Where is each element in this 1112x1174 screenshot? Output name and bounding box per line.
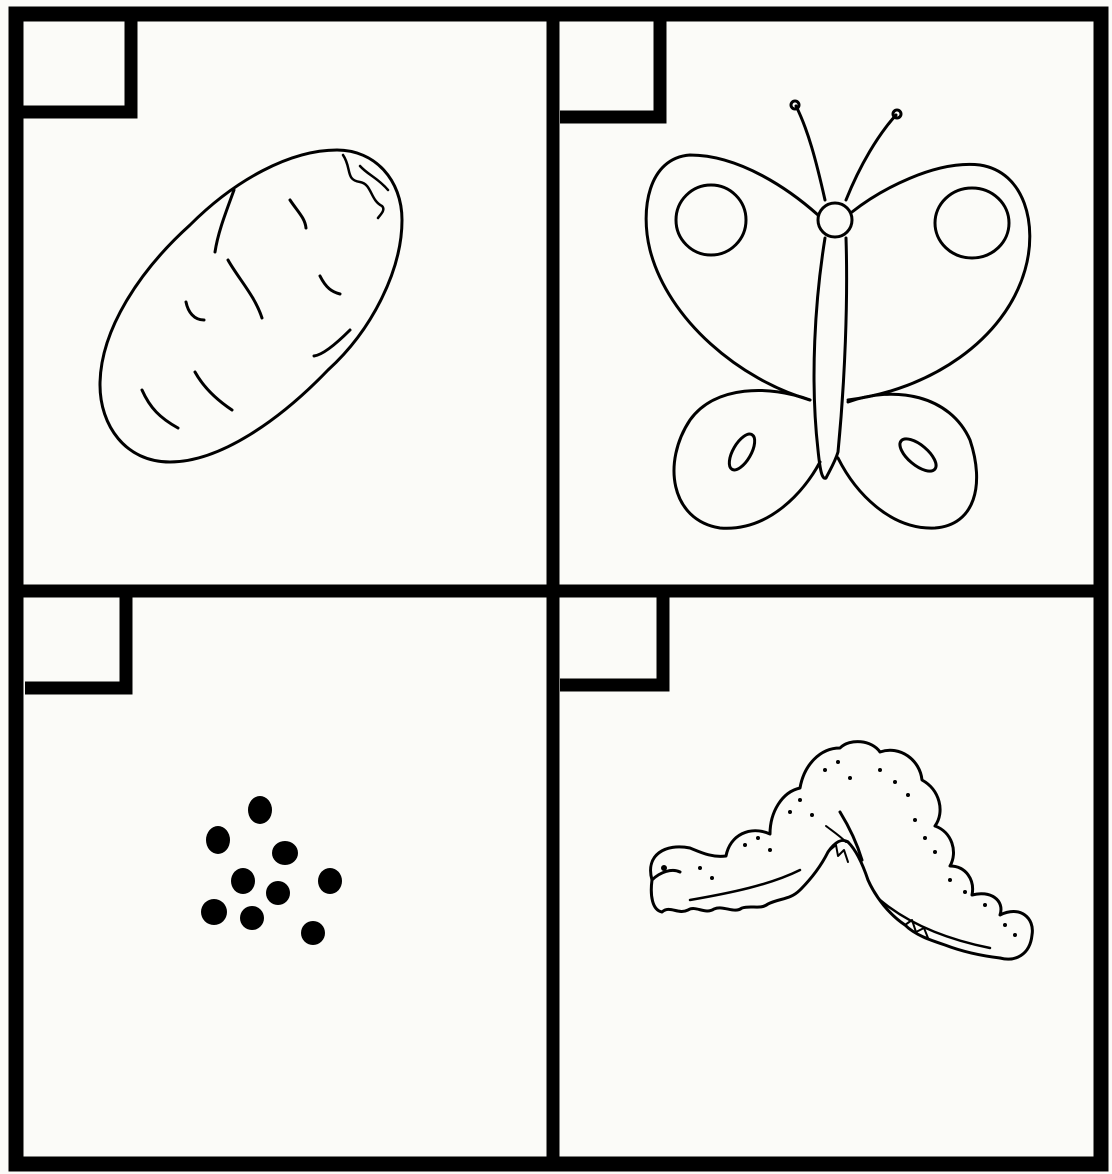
egg: [318, 868, 342, 894]
caterpillar-icon: [651, 742, 1033, 959]
egg: [231, 868, 255, 894]
grid-frame: [16, 14, 1101, 1164]
egg: [266, 881, 290, 905]
egg: [248, 796, 272, 824]
eggs-icon: [201, 796, 342, 945]
egg: [240, 906, 264, 930]
butterfly-icon: [646, 101, 1030, 528]
answer-box-top-left[interactable]: [22, 16, 131, 112]
egg: [301, 921, 325, 945]
egg: [272, 841, 298, 865]
answer-box-top-right[interactable]: [560, 18, 660, 117]
egg: [206, 826, 230, 854]
answer-box-bottom-left[interactable]: [25, 597, 126, 688]
answer-box-bottom-right[interactable]: [560, 597, 663, 685]
cocoon-icon: [100, 150, 402, 462]
egg: [201, 899, 227, 925]
